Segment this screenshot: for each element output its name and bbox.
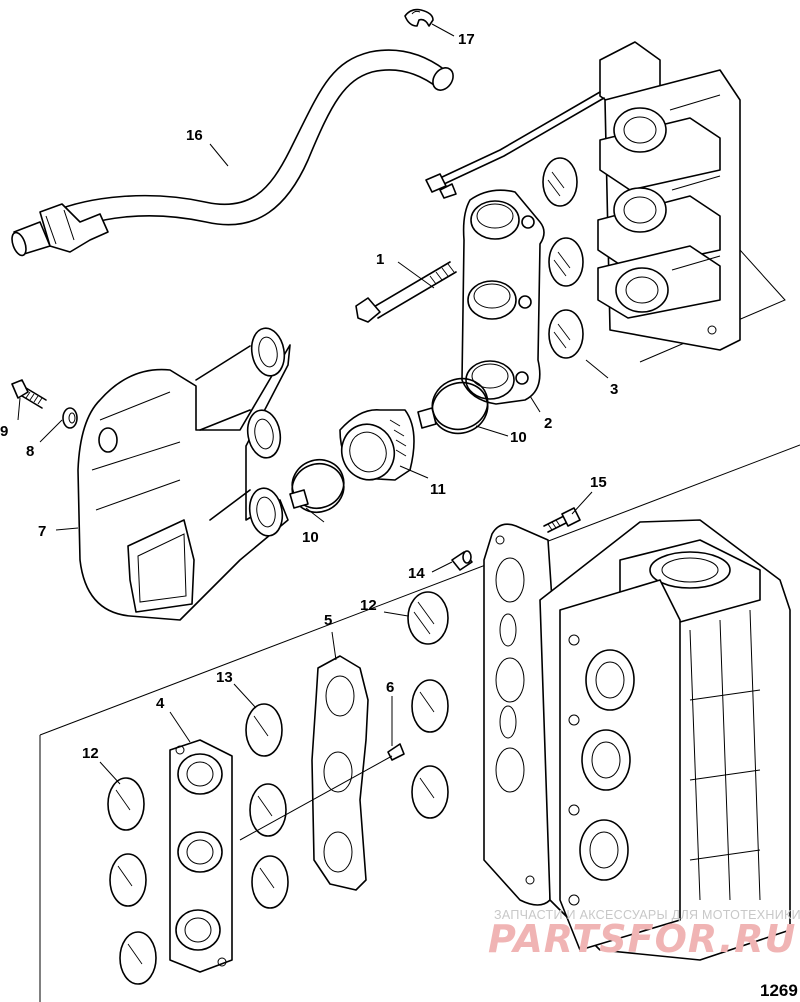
part-6-pin (239, 743, 405, 841)
callout-labels: 1 2 3 4 5 6 7 8 9 10 10 11 12 12 13 14 1… (0, 31, 618, 762)
callout-14: 14 (408, 565, 425, 582)
leader-lines (17, 23, 609, 785)
throttle-body-assembly (425, 41, 741, 351)
callout-2: 2 (544, 415, 552, 432)
callout-4: 4 (156, 695, 165, 712)
callout-3: 3 (610, 381, 618, 398)
cylinder-head-gasket-plate (483, 523, 553, 906)
callout-16: 16 (186, 127, 203, 144)
callout-7: 7 (38, 523, 46, 540)
watermark: ЗАПЧАСТИ И АКСЕССУАРЫ ДЛЯ МОТОТЕХНИКИ PA… (488, 908, 800, 961)
callout-1: 1 (376, 251, 384, 268)
callout-11: 11 (430, 481, 446, 498)
callout-10-upper: 10 (510, 429, 527, 446)
part-7-intake-manifold (77, 327, 291, 621)
part-12-o-rings-left (107, 777, 157, 985)
part-1-bolt (355, 261, 457, 323)
part-15-screw (543, 507, 581, 533)
part-4-adapter-plate (169, 739, 233, 973)
callout-5: 5 (324, 612, 332, 629)
part-8-washer (62, 407, 78, 429)
part-10-clamp-lower (289, 458, 345, 514)
callout-9: 9 (0, 423, 8, 440)
part-2-manifold-plate (461, 189, 545, 405)
part-16-hose (11, 49, 454, 257)
part-3-seals (542, 157, 584, 359)
callout-10-lower: 10 (302, 529, 319, 546)
callout-17: 17 (458, 31, 475, 48)
part-12-o-ring-right (407, 591, 449, 645)
callout-15: 15 (590, 474, 607, 491)
watermark-tagline: ЗАПЧАСТИ И АКСЕССУАРЫ ДЛЯ МОТОТЕХНИКИ (494, 908, 800, 922)
callout-12-right: 12 (360, 597, 377, 614)
part-17-clip (404, 8, 434, 27)
callout-12-left: 12 (82, 745, 99, 762)
part-9-screw (11, 379, 47, 409)
part-10-clamp-upper (417, 377, 489, 435)
callout-8: 8 (26, 443, 34, 460)
part-11-sleeve (339, 409, 415, 481)
watermark-brand: PARTSFOR.RU (488, 917, 796, 961)
part-13-o-rings (245, 679, 449, 909)
callout-6: 6 (386, 679, 394, 696)
cylinder-block (539, 519, 791, 961)
part-14-dowel (451, 550, 473, 571)
part-5-gasket (311, 655, 369, 891)
callout-13: 13 (216, 669, 233, 686)
figure-number: 1269 (760, 981, 798, 1000)
